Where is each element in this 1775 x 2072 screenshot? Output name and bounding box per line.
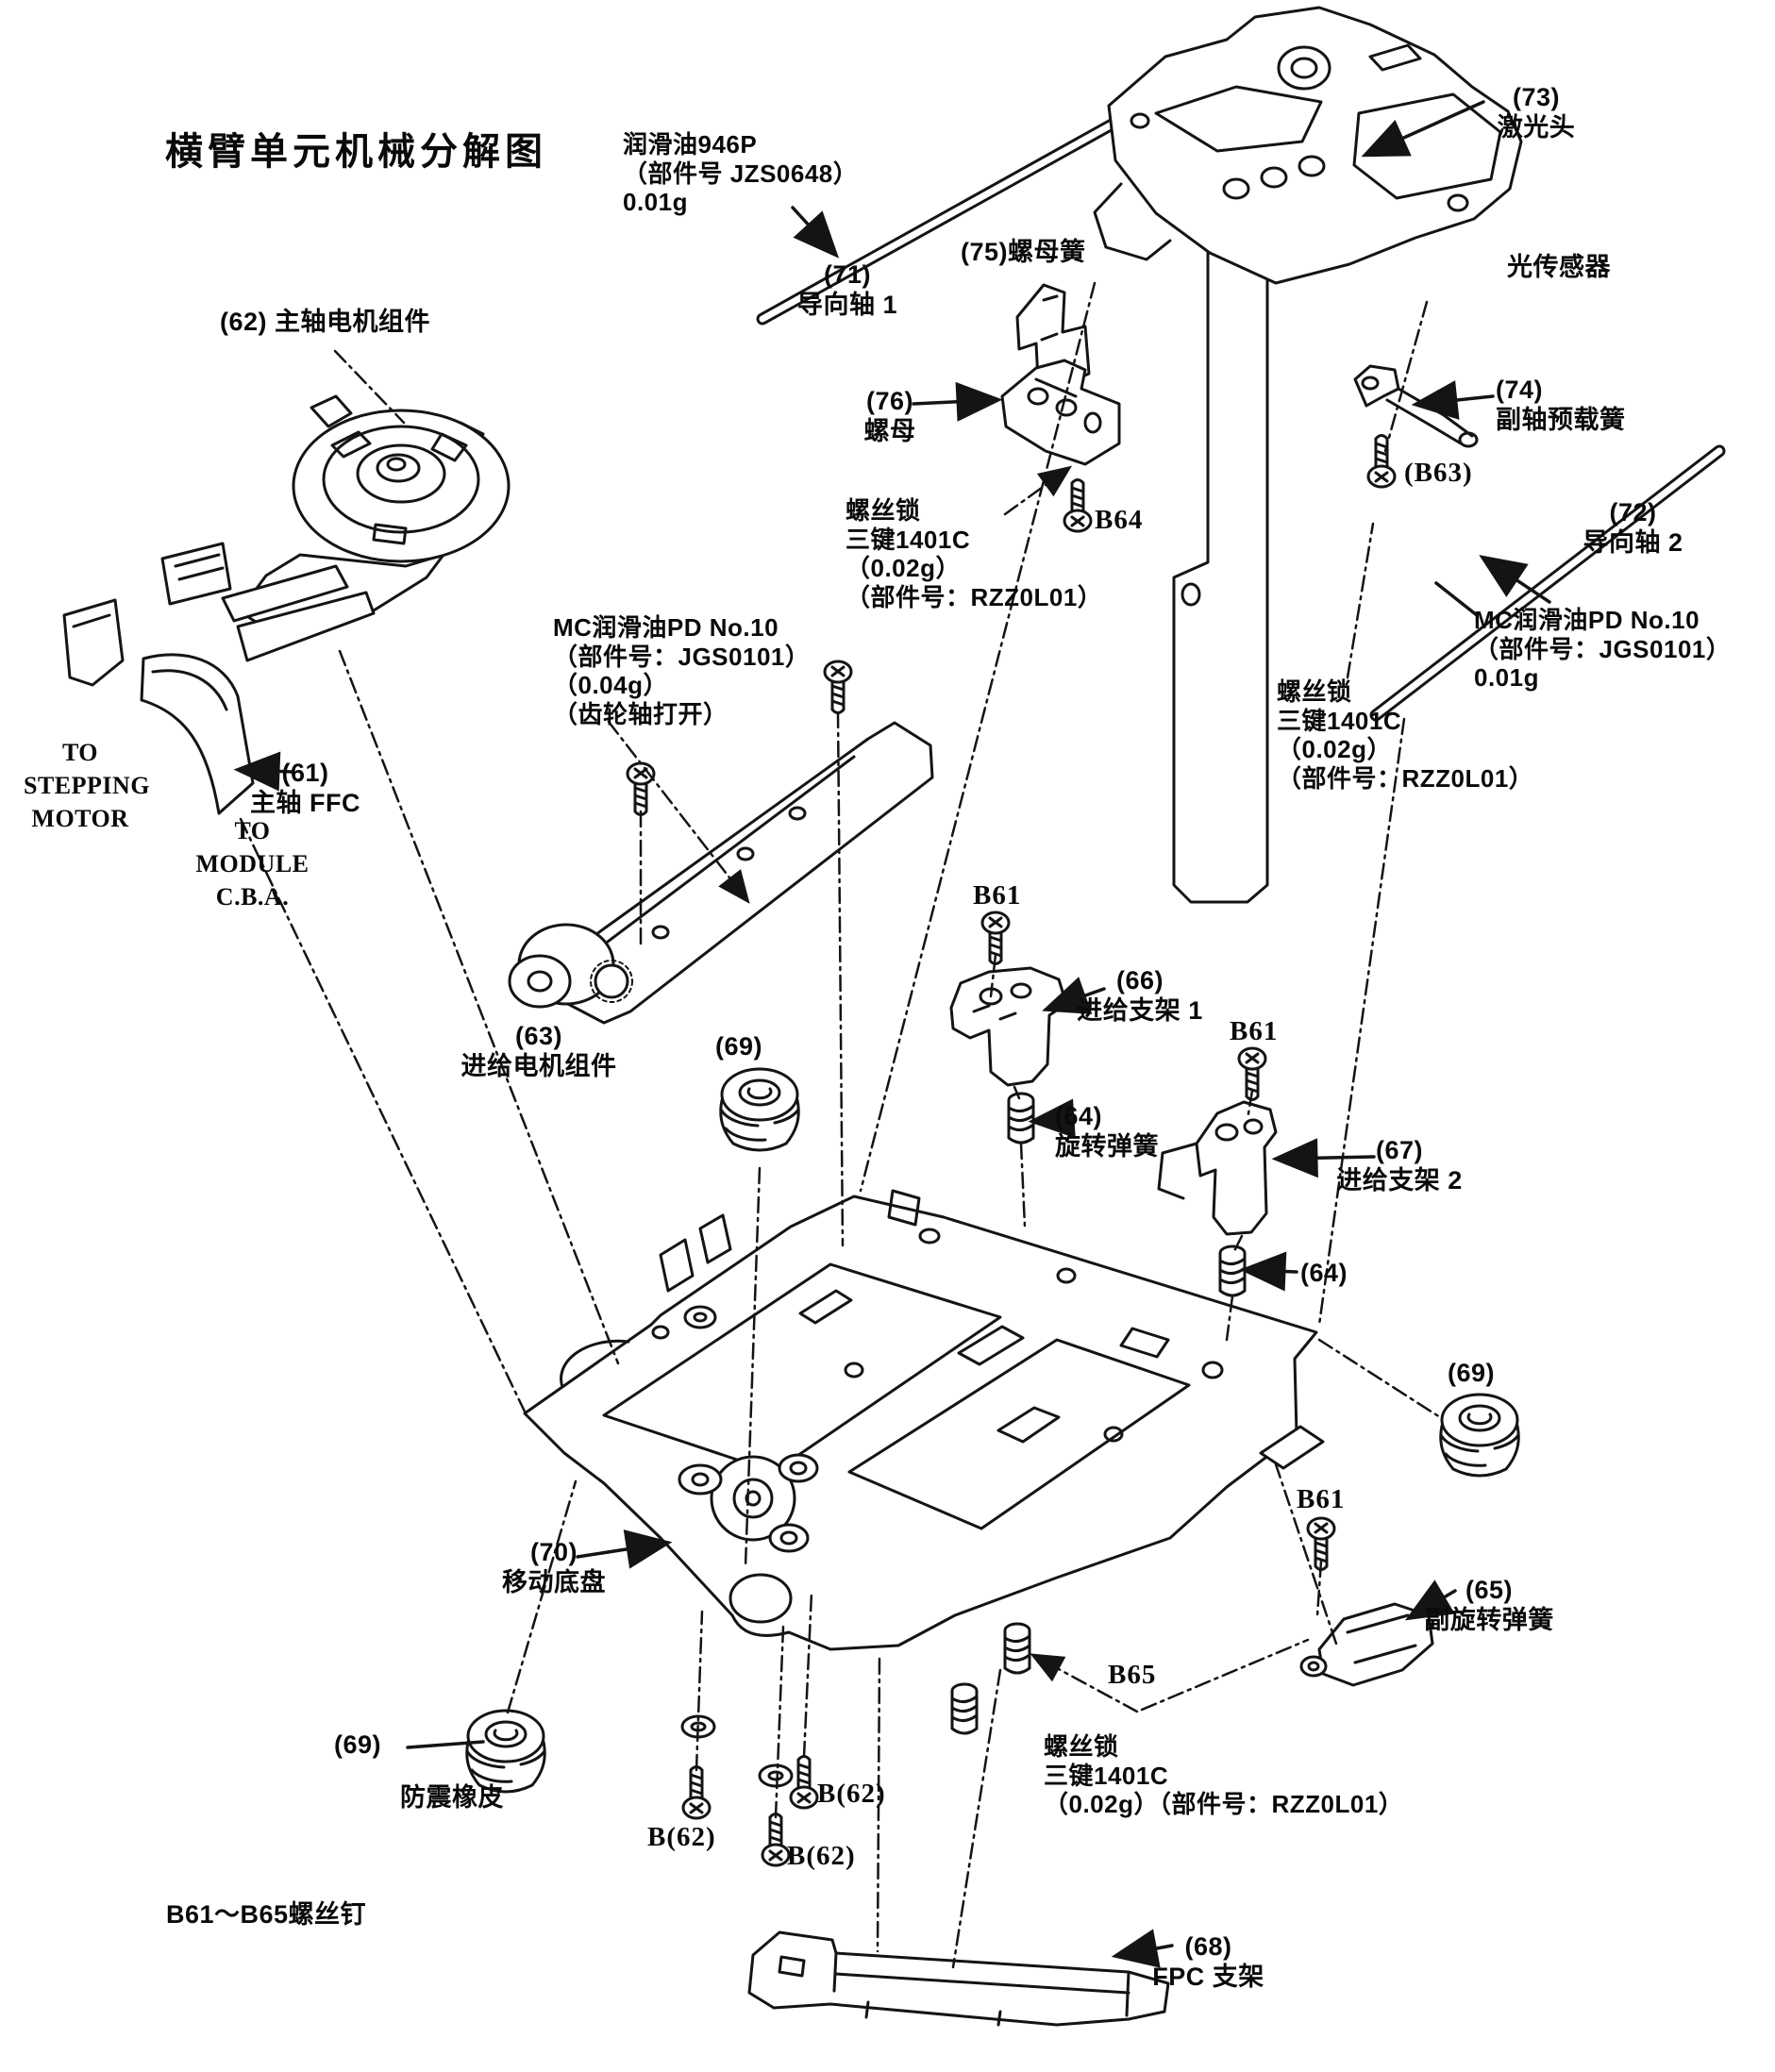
screw-label-b62a: B(62) [647,1822,716,1852]
label-optical-sensor: 光传感器 [1507,253,1611,281]
preload-spring-drawing [1353,364,1479,448]
screw-b62a-drawing [681,1764,712,1820]
part-label-76-nut: (76) 螺母 [863,387,916,445]
part-label-74-preload-spring: (74) 副轴预载簧 [1496,376,1626,434]
nut-drawing [1000,359,1121,466]
part-label-69c-name: 防震橡皮 [400,1783,504,1812]
arm-plate-drawing [1172,93,1269,904]
screw-b62b-drawing [789,1754,819,1810]
damper-left-drawing [465,1709,546,1794]
note-lubricant-946p: 润滑油946P （部件号 JZS0648） 0.01g [623,130,859,217]
feed-bracket-1-drawing [949,966,1068,1087]
feed-bracket-2-drawing [1157,1100,1278,1236]
part-label-69b-damper: (69) [1448,1359,1496,1387]
part-label-75-nut-spring: (75)螺母簧 [961,238,1086,266]
part-label-70-moving-chassis: (70) 移动底盘 [502,1538,606,1596]
part-label-66-feed-bracket-1: (66) 进给支架 1 [1077,966,1203,1025]
damper-right-drawing [1439,1393,1520,1478]
fpc-bracket-drawing [747,1930,1170,2027]
screw-label-b65: B65 [1108,1660,1157,1690]
screw-b62c-drawing [761,1812,791,1867]
note-mc-lubricant-right: MC润滑油PD No.10 （部件号：JGS0101） 0.01g [1474,606,1732,693]
label-to-stepping-motor: TO STEPPING MOTOR [24,739,151,833]
part-label-69c-damper: (69) [334,1730,382,1759]
rotation-spring-drawing [1007,1092,1035,1145]
screw-label-b63: (B63) [1404,458,1473,488]
screw-label-b64: B64 [1095,505,1144,535]
part-label-62-spindle-motor: (62) 主轴电机组件 [220,308,431,336]
screw-label-b62b: B(62) [817,1779,886,1809]
guide-shaft-1-drawing [756,90,1169,326]
bottom-coil-1-drawing [1003,1622,1031,1675]
note-screw-lock-center: 螺丝锁 三键1401C （0.02g） （部件号：RZZ0L01） [846,496,1103,612]
bottom-coil-2-drawing [950,1682,979,1735]
spindle-motor-drawing [160,394,511,662]
chassis-drawing [523,1189,1325,1651]
guide-shaft-2-drawing [1369,444,1726,722]
part-label-61-spindle-ffc: (61) 主轴 FFC [250,759,360,817]
part-label-64a-rotation-spring: (64) 旋转弹簧 [1055,1102,1159,1161]
damper-center-drawing [719,1067,800,1152]
part-label-67-feed-bracket-2: (67) 进给支架 2 [1336,1136,1463,1195]
screw-label-b61a: B61 [973,880,1022,911]
sub-rotation-spring-drawing [1299,1602,1434,1687]
label-screws-range-b61-b65: B61～B65螺丝钉 [166,1900,367,1929]
feed-motor-drawing [508,721,934,1025]
washer-2-drawing [758,1763,794,1788]
label-to-module-cba: TO MODULE C.B.A. [195,817,310,911]
note-screw-lock-right: 螺丝锁 三键1401C （0.02g） （部件号：RZZ0L01） [1277,677,1534,794]
screw-label-b61c: B61 [1297,1484,1346,1514]
screw-label-b62c: B(62) [787,1841,856,1871]
page-title: 横臂单元机械分解图 [165,131,547,173]
assembly-leader-lines [239,281,1442,1969]
part-label-64b-rotation-spring: (64) [1300,1259,1348,1287]
part-label-73-laser-head: (73) 激光头 [1497,83,1576,142]
laser-head-drawing [1093,6,1523,285]
part-label-69a-damper: (69) [715,1032,763,1061]
note-screw-lock-bottom: 螺丝锁 三键1401C （0.02g）（部件号：RZZ0L01） [1044,1732,1404,1819]
part-label-68-fpc-bracket: (68) FPC 支架 [1152,1932,1264,1991]
part-label-63-feed-motor: (63) 进给电机组件 [460,1022,617,1080]
screw-center-drawing [823,660,853,715]
screw-b63-drawing [1366,433,1397,489]
screw-feed-plate-drawing [626,761,656,817]
part-label-65-sub-rotation-spring: (65) 副旋转弹簧 [1424,1576,1554,1634]
note-mc-lubricant-center: MC润滑油PD No.10 （部件号：JGS0101） （0.04g） （齿轮轴… [553,613,811,729]
ffc-ribbon-drawing [62,598,255,815]
callout-arrows [233,100,1551,1968]
rotation-spring-2-drawing [1218,1245,1247,1297]
part-label-71-guide-shaft-1: (71) 导向轴 1 [796,260,898,319]
screw-label-b61b: B61 [1230,1016,1279,1046]
part-label-72-guide-shaft-2: (72) 导向轴 2 [1582,498,1683,557]
